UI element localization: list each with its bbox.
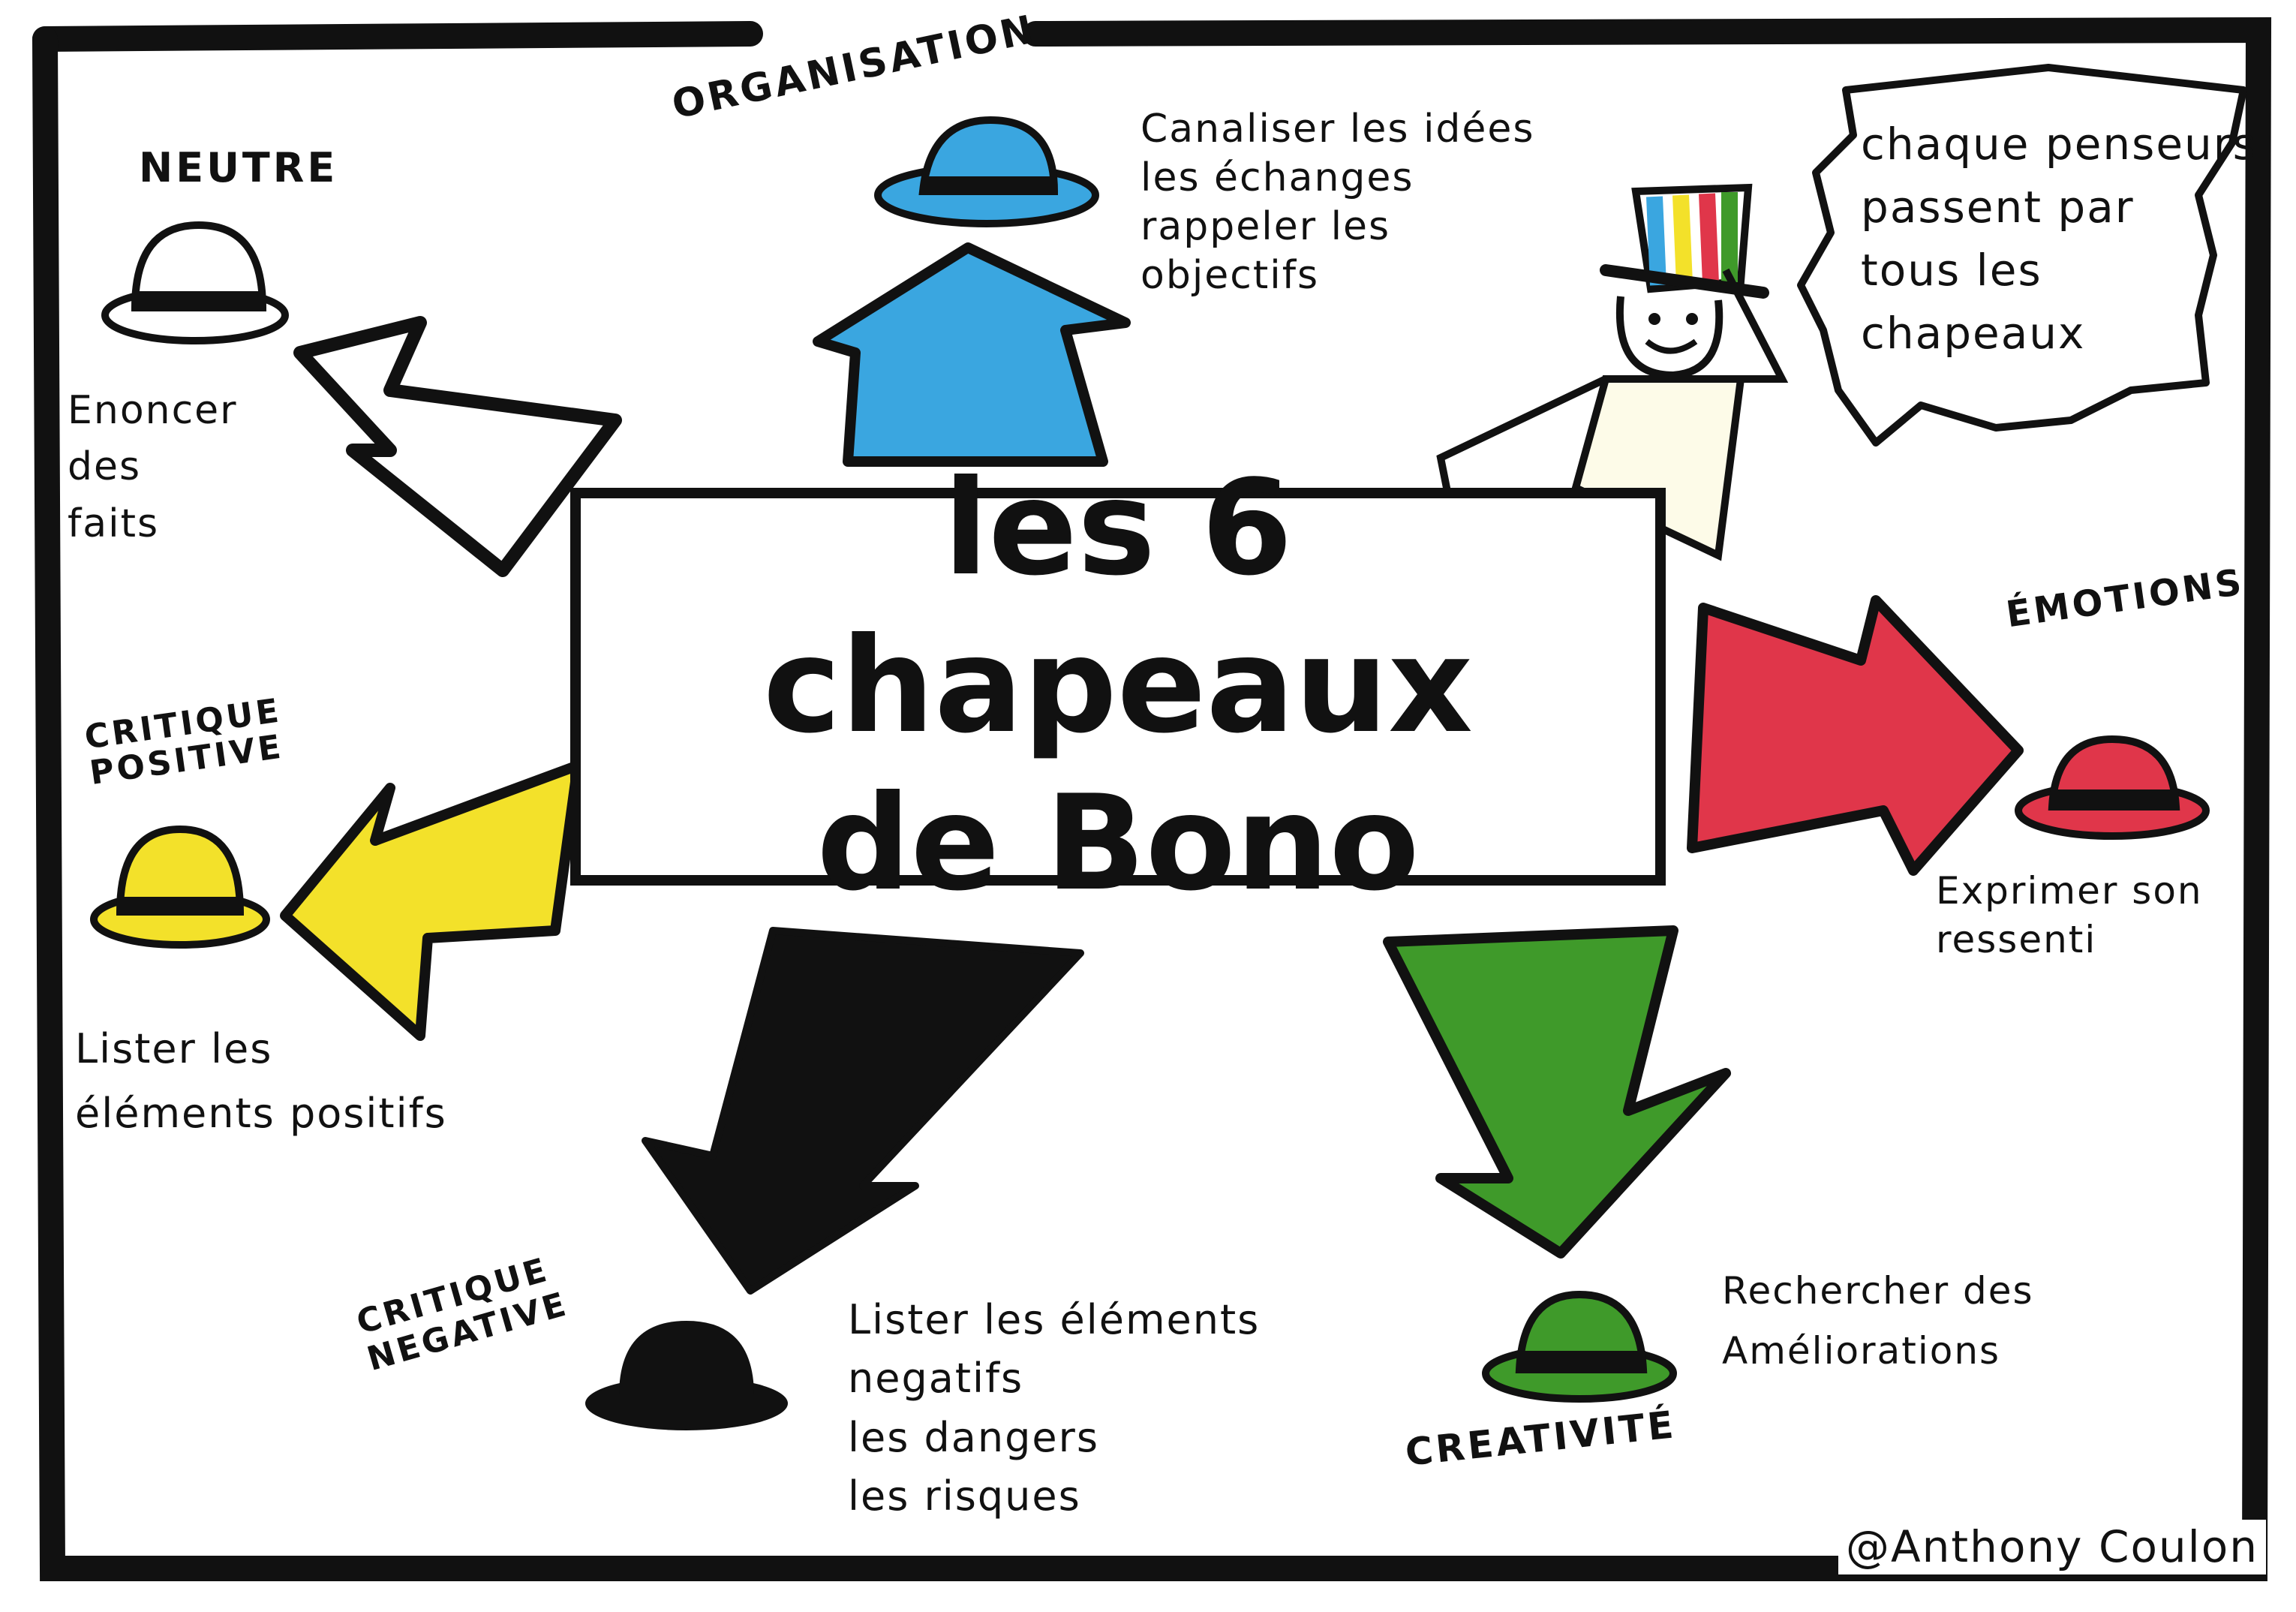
critique-positive-desc: Lister les éléments positifs: [75, 1025, 447, 1138]
arrow-to-creativite: [1383, 925, 1731, 1259]
neutre-desc: Enoncer des faits: [68, 388, 238, 546]
neutre-label: NEUTRE: [139, 144, 338, 191]
thinker-figure-icon: [1436, 183, 1789, 561]
critique-negative-desc: Lister les éléments negatifs les dangers…: [848, 1296, 1261, 1520]
page-title: les 6 chapeaux de Bono: [763, 453, 1473, 920]
note-text: chaque penseurs passent par tous les cha…: [1861, 119, 2257, 359]
creativite-desc: Rechercher des Améliorations: [1722, 1269, 2034, 1373]
white-hat-icon: [101, 221, 289, 344]
yellow-hat-icon: [90, 825, 270, 949]
arrow-to-neutre: [293, 316, 622, 577]
arrow-to-critique-negative: [642, 927, 1084, 1295]
note-bubble: [1797, 64, 2247, 447]
red-hat-icon: [2015, 735, 2210, 840]
arrow-to-emotions: [1687, 595, 2024, 876]
black-hat-icon: [585, 1321, 788, 1430]
author-credit: @Anthony Coulon: [1838, 1520, 2267, 1574]
blue-hat-icon: [874, 116, 1099, 227]
arrow-to-organisation: [813, 242, 1131, 467]
title-box: les 6 chapeaux de Bono: [570, 453, 1666, 920]
emotions-desc: Exprimer son ressenti: [1936, 869, 2203, 961]
green-hat-icon: [1482, 1290, 1677, 1403]
arrow-to-critique-positive: [280, 760, 583, 1041]
organisation-desc: Canaliser les idées les échanges rappele…: [1140, 107, 1535, 298]
